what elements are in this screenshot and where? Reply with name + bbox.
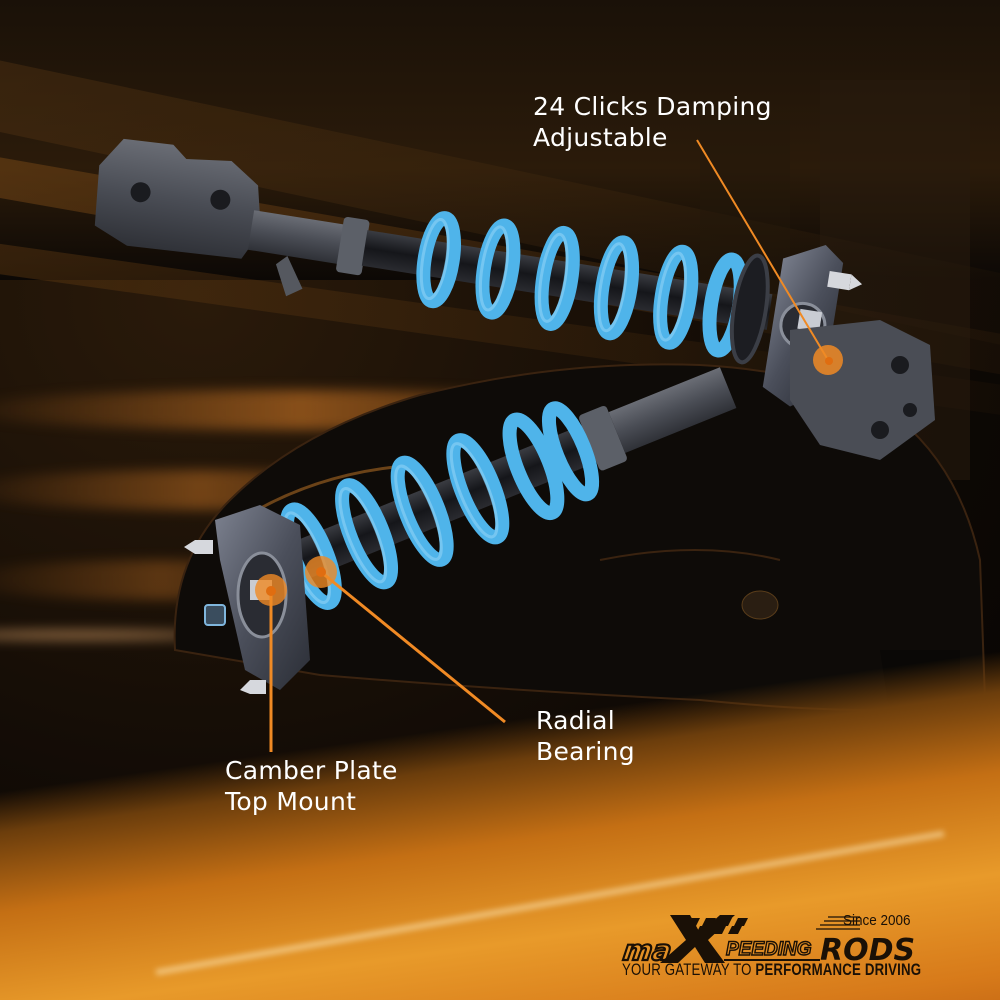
callout-damping-line1: 24 Clicks Damping — [533, 92, 772, 121]
callout-damping-adjustable: 24 Clicks Damping Adjustable — [533, 91, 772, 153]
tagline-light: YOUR GATEWAY TO — [622, 960, 756, 979]
logo-rods: RODS — [820, 933, 915, 968]
svg-text:ma: ma — [621, 934, 674, 967]
callout-radial-bearing: Radial Bearing — [536, 705, 635, 767]
damping-callout-line — [696, 139, 829, 361]
tagline-bold: PERFORMANCE DRIVING — [755, 960, 922, 979]
bearing-callout-line — [320, 570, 506, 724]
callout-bearing-line1: Radial — [536, 706, 616, 735]
logo-peeding: PEEDING — [726, 939, 812, 960]
callout-camber-line2: Top Mount — [225, 787, 357, 816]
callout-camber-plate: Camber Plate Top Mount — [225, 755, 398, 817]
callout-camber-line1: Camber Plate — [225, 756, 398, 785]
logo-tagline: YOUR GATEWAY TO PERFORMANCE DRIVING — [622, 960, 921, 980]
callout-damping-line2: Adjustable — [533, 123, 668, 152]
callout-bearing-line2: Bearing — [536, 737, 635, 766]
logo-since-2006: Since 2006 — [843, 912, 911, 929]
